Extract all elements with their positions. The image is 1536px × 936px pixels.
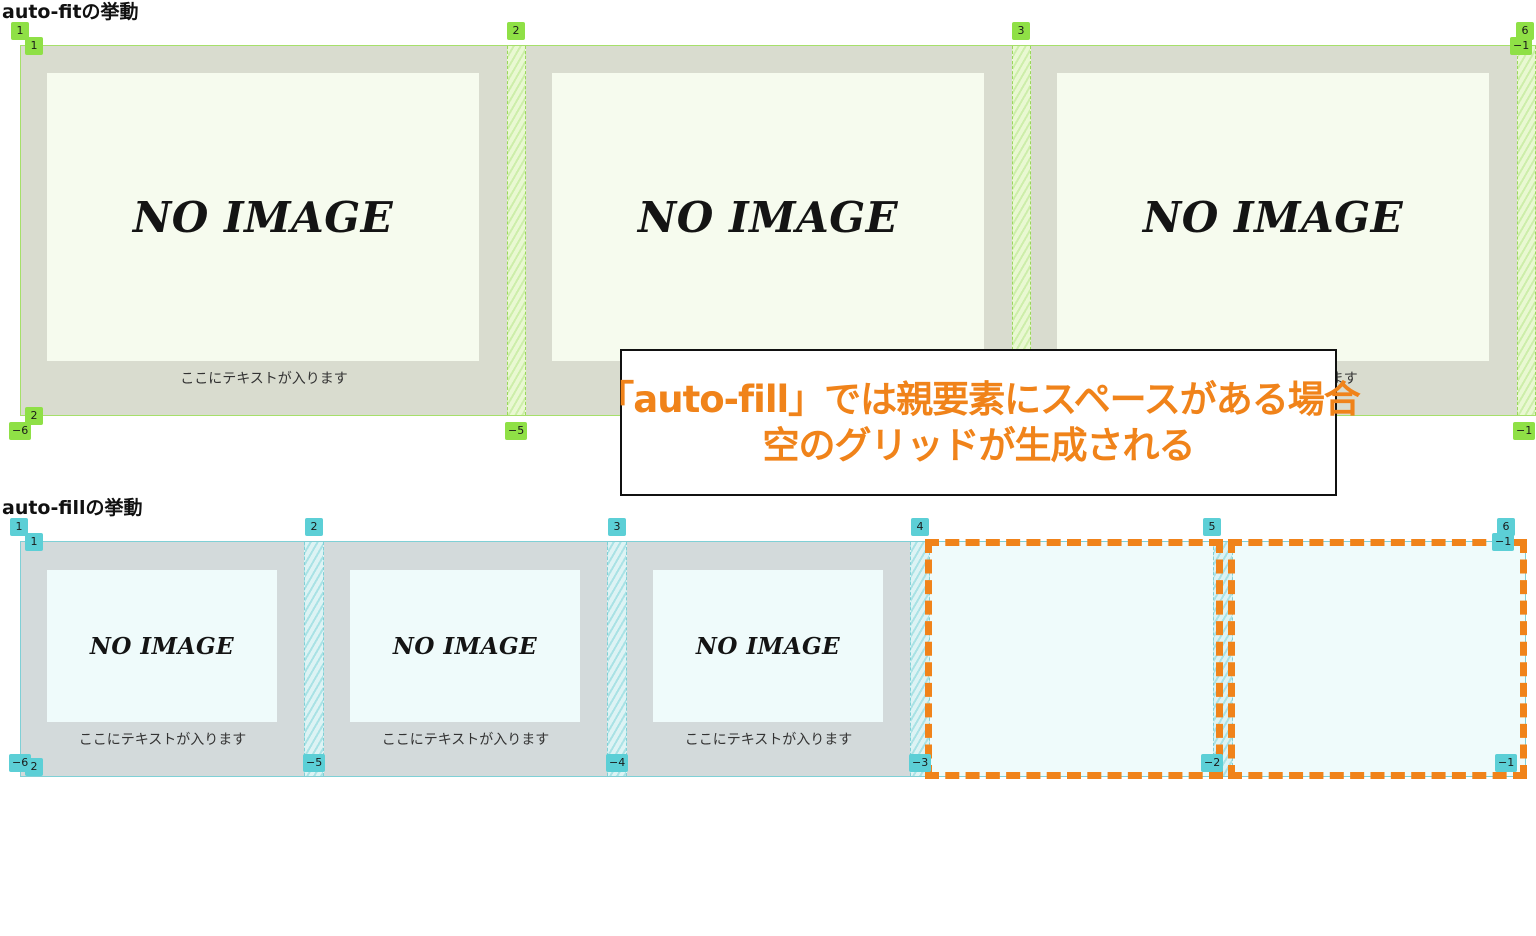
grid-row-badge: 2 [25, 407, 43, 425]
fill-card-1: NO IMAGE ここにテキストが入ります [21, 542, 304, 776]
grid-line-badge: −1 [1510, 37, 1533, 55]
grid-line-badge: 1 [10, 518, 28, 536]
grid-line-badge: −4 [606, 754, 629, 772]
no-image-text: NO IMAGE [637, 192, 899, 242]
no-image-text: NO IMAGE [132, 192, 394, 242]
grid-row-badge: 1 [25, 533, 43, 551]
fill-card-2: NO IMAGE ここにテキストが入ります [324, 542, 607, 776]
fill-card-image: NO IMAGE [350, 570, 580, 722]
grid-line-badge: 5 [1203, 518, 1221, 536]
card-caption: ここにテキストが入ります [180, 371, 348, 387]
fit-card-image: NO IMAGE [552, 73, 984, 361]
grid-line-badge: −2 [1201, 754, 1224, 772]
grid-line-badge: 3 [1012, 22, 1030, 40]
fit-gap [1012, 46, 1031, 415]
no-image-text: NO IMAGE [392, 632, 538, 660]
callout-line-1: 「auto-fill」では親要素にスペースがある場合 [597, 377, 1360, 421]
grid-line-badge: −5 [505, 422, 528, 440]
fit-gap [507, 46, 526, 415]
fill-card-image: NO IMAGE [47, 570, 277, 722]
grid-line-badge: 1 [11, 22, 29, 40]
grid-line-badge: 2 [507, 22, 525, 40]
card-caption: ここにテキストが入ります [78, 732, 247, 748]
empty-cell-highlight [1228, 539, 1527, 779]
callout-line-2: 空のグリッドが生成される [762, 423, 1196, 467]
no-image-text: NO IMAGE [1142, 192, 1404, 242]
fit-card-image: NO IMAGE [1057, 73, 1489, 361]
empty-grid-cell [930, 542, 1213, 776]
grid-line-badge: −1 [1495, 754, 1518, 772]
card-caption: ここにテキストが入ります [381, 732, 550, 748]
grid-line-badge: 2 [305, 518, 323, 536]
grid-line-badge: 6 [1497, 518, 1515, 536]
grid-line-badge: −6 [9, 754, 32, 772]
grid-line-badge: 4 [911, 518, 929, 536]
no-image-text: NO IMAGE [89, 632, 235, 660]
annotation-callout: 「auto-fill」では親要素にスペースがある場合 空のグリッドが生成される [597, 349, 1361, 496]
fit-card-1: NO IMAGE ここにテキストが入ります [21, 46, 507, 415]
fit-card-image: NO IMAGE [47, 73, 479, 361]
fit-gap [1517, 46, 1536, 415]
empty-cell-highlight [925, 539, 1223, 779]
no-image-text: NO IMAGE [695, 632, 841, 660]
grid-line-badge: 3 [608, 518, 626, 536]
card-caption: ここにテキストが入ります [684, 732, 853, 748]
grid-line-badge: 6 [1516, 22, 1534, 40]
grid-line-badge: −5 [303, 754, 326, 772]
empty-grid-cell [1233, 542, 1525, 776]
grid-line-badge: −1 [1513, 422, 1536, 440]
fill-card-3: NO IMAGE ここにテキストが入ります [627, 542, 910, 776]
fill-gap [607, 542, 627, 776]
auto-fill-heading: auto-fillの挙動 [2, 497, 143, 519]
auto-fit-heading: auto-fitの挙動 [2, 1, 139, 23]
grid-line-badge: −1 [1492, 533, 1515, 551]
grid-row-badge: 1 [25, 37, 43, 55]
grid-line-badge: −6 [9, 422, 32, 440]
fill-gap [304, 542, 324, 776]
grid-line-badge: −3 [909, 754, 932, 772]
fill-card-image: NO IMAGE [653, 570, 883, 722]
